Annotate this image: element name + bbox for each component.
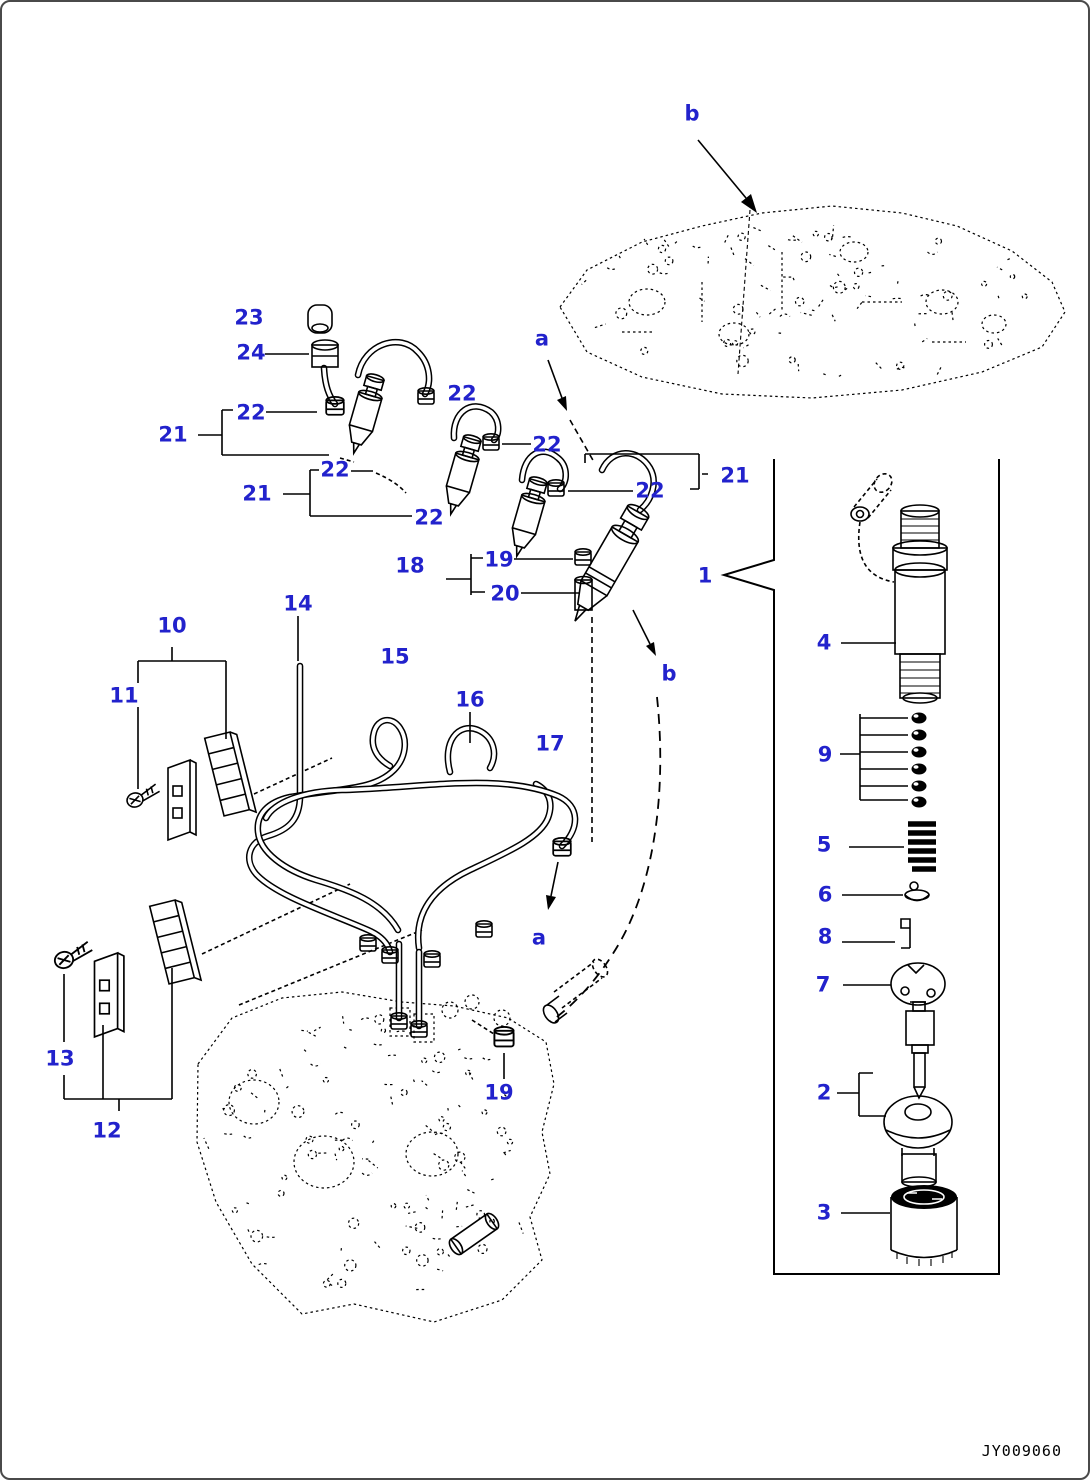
pipe-nut (475, 920, 493, 938)
bolt-11 (126, 783, 160, 808)
part-callout: 12 (92, 1118, 122, 1143)
part-callout: 17 (535, 731, 565, 756)
spring-seat-part-6 (904, 881, 930, 902)
pipe-nut (390, 1012, 408, 1030)
pipe-nuts (325, 387, 592, 1048)
part-callout: 22 (236, 400, 266, 425)
injector-exploded-view (850, 472, 958, 1266)
pipe-nut (423, 950, 441, 968)
detail-box (720, 459, 1000, 1275)
part-callout: 9 (817, 742, 833, 767)
part-callout: 21 (720, 463, 750, 488)
part-callout: 22 (414, 505, 444, 530)
cap-part-23 (307, 304, 333, 334)
washer-kit-part-9 (911, 712, 927, 808)
view-arrow-b-bottom (632, 609, 656, 656)
pin-part-8 (900, 918, 911, 949)
bolt-13 (53, 941, 93, 970)
view-letter: b (661, 661, 677, 686)
part-callout: 4 (816, 630, 832, 655)
drain-fitting (448, 1212, 500, 1256)
part-callout: 2 (816, 1080, 832, 1105)
part-callout: 14 (283, 591, 313, 616)
pipe-nut (574, 548, 592, 566)
pipe-nut (482, 433, 500, 451)
part-callout: 20 (490, 581, 520, 606)
part-callout: 5 (816, 832, 832, 857)
joint-part-24 (311, 339, 339, 368)
part-callout: 6 (817, 882, 833, 907)
pipe-nut (325, 395, 345, 416)
injector-holder (445, 434, 482, 517)
part-callout: 23 (234, 305, 264, 330)
part-callout: 8 (817, 924, 833, 949)
part-callout: 24 (236, 340, 266, 365)
nozzle-holder-part-4 (892, 504, 948, 704)
part-callout: 22 (320, 457, 350, 482)
sleeve-part-20 (574, 575, 593, 611)
injector-holder (511, 476, 548, 559)
part-callout: 22 (532, 432, 562, 457)
part-callout: 21 (158, 422, 188, 447)
part-callout: 3 (816, 1200, 832, 1225)
injection-pump-sketch (196, 991, 555, 1323)
part-callout: 21 (242, 481, 272, 506)
pipe-nut (552, 836, 572, 857)
view-arrow-a-bottom (546, 861, 559, 910)
view-letter: a (534, 326, 550, 351)
part-callout: 22 (447, 381, 477, 406)
pipe-nut (381, 946, 399, 964)
part-callout: 11 (109, 683, 139, 708)
injector-holder (348, 373, 385, 456)
part-callout: 18 (395, 553, 425, 578)
part-callout: 15 (380, 644, 410, 669)
pipe-nut (493, 1025, 515, 1048)
view-arrow-b-top (697, 139, 757, 213)
sleeve-coupling (471, 958, 609, 1035)
retaining-nut-part-3 (890, 1185, 958, 1266)
pipe-nut (417, 387, 435, 405)
spring-part-5 (908, 821, 936, 872)
injector-holders (348, 373, 548, 559)
cylinder-head-sketch (559, 205, 1066, 399)
clamp-rubber-12 (148, 899, 203, 985)
clamp-plate-10 (167, 758, 197, 842)
view-letter: a (531, 925, 547, 950)
spacer-part-7 (890, 962, 946, 1006)
clamp-rubber-10 (203, 731, 258, 817)
view-letter: b (684, 101, 700, 126)
part-callout: 13 (45, 1046, 75, 1071)
needle-valve (905, 1001, 935, 1100)
hidden-connection-lines (201, 419, 662, 1023)
clamp-plate-12 (93, 951, 125, 1039)
pipe-nut (359, 934, 377, 952)
leader-lines (63, 353, 908, 1214)
part-callout: 22 (635, 478, 665, 503)
pipe-nut (410, 1020, 428, 1038)
figure-code: JY009060 (981, 1442, 1062, 1460)
part-callout: 16 (455, 687, 485, 712)
part-callout: 19 (484, 547, 514, 572)
nozzle-body-part-2 (883, 1095, 953, 1188)
fuel-pipe-tangle (245, 338, 657, 1030)
view-arrow-a-top (547, 359, 567, 411)
part-callout: 19 (484, 1080, 514, 1105)
part-callout: 10 (157, 613, 187, 638)
part-callout: 7 (815, 972, 831, 997)
part-callout: 1 (697, 563, 713, 588)
pipe-nut (547, 479, 565, 497)
